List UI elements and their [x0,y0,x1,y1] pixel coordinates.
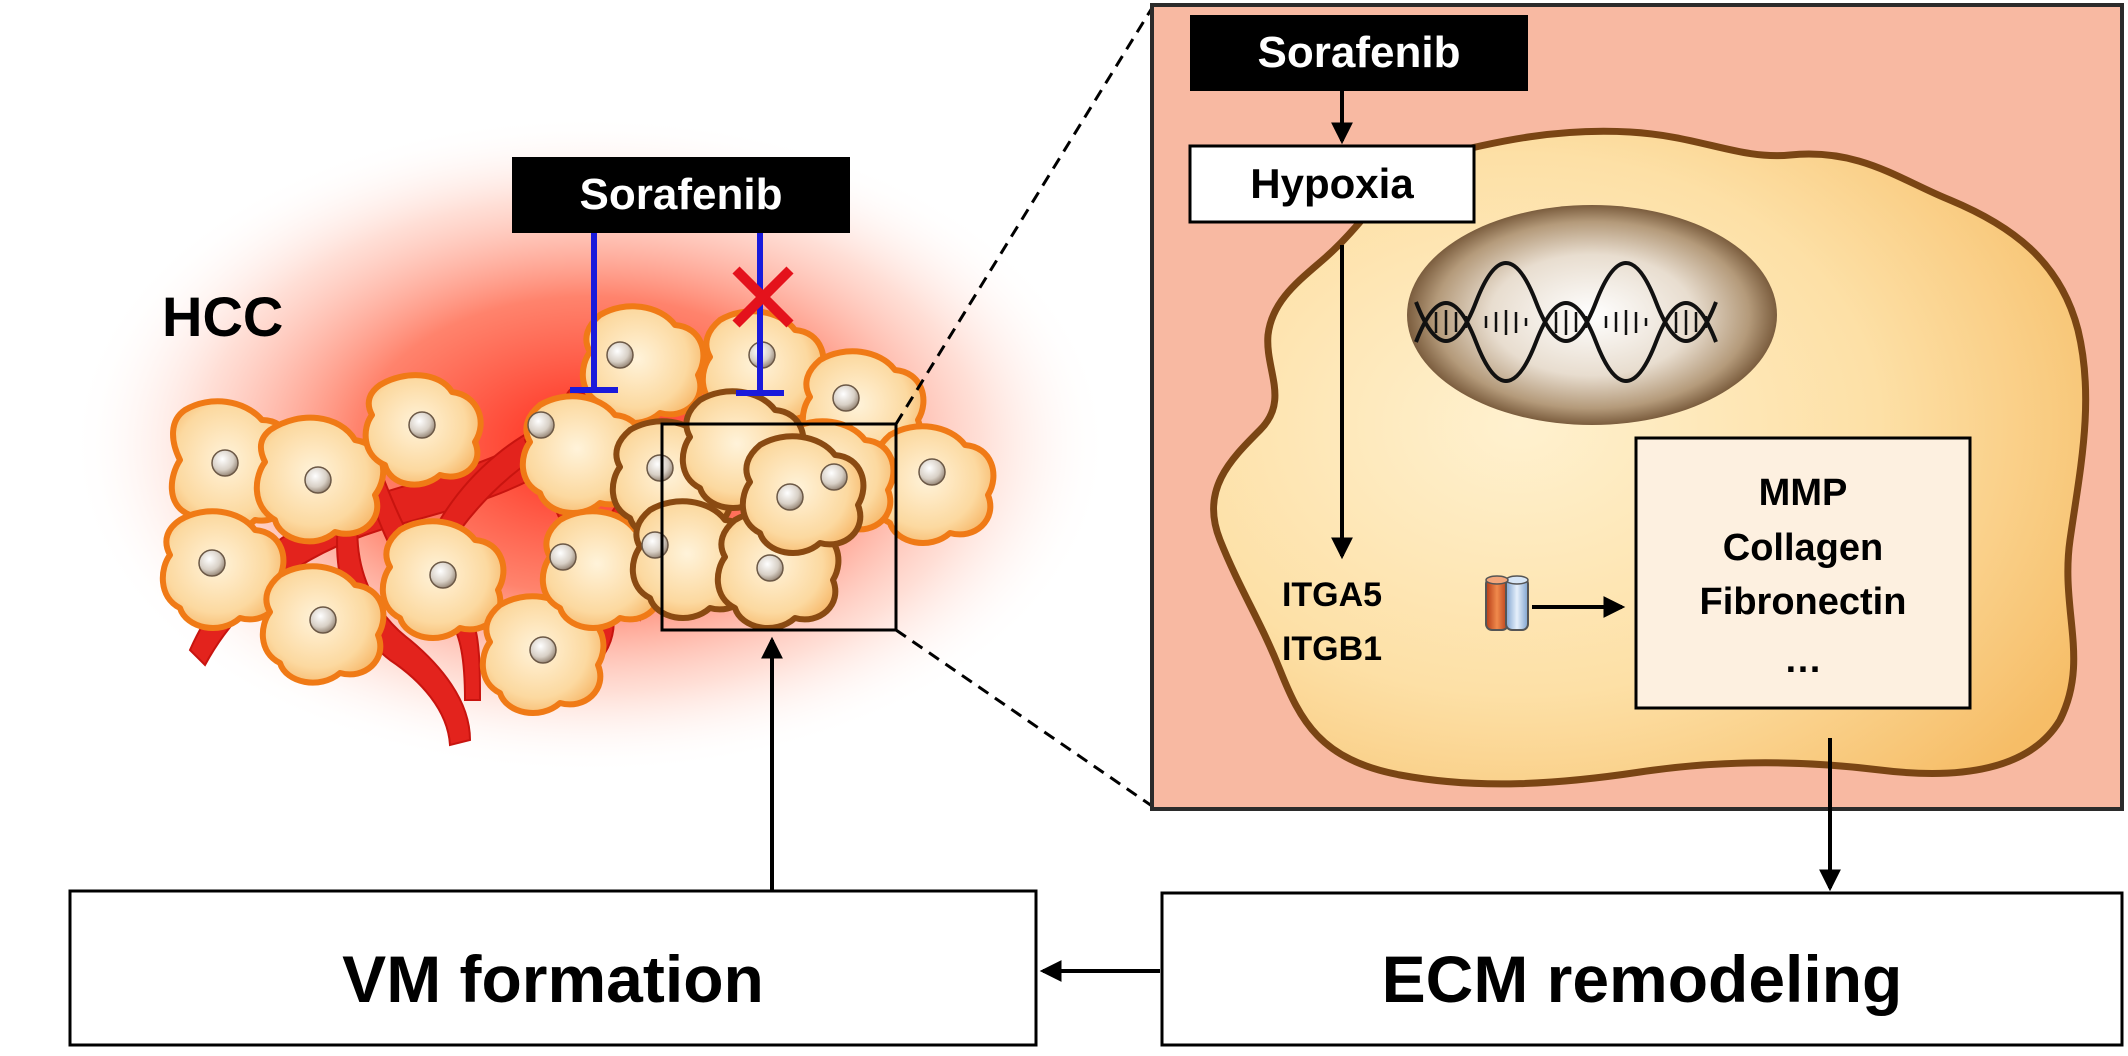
sorafenib-box-right [1190,15,1528,91]
sorafenib-label-left: Sorafenib [580,170,783,219]
sorafenib-box-left: Sorafenib [512,157,850,233]
vm-formation-box [68,889,1038,1047]
hcc-label: HCC [162,285,283,348]
target-collagen: Collagen [1723,527,1883,569]
inhibition-bar-icon [570,233,618,393]
block-x-icon [732,266,794,328]
integrin-label-itgb1: ITGB1 [1282,630,1382,668]
target-fibronectin: Fibronectin [1700,581,1907,623]
hypoxia-label: Hypoxia [1250,160,1414,207]
zoom-connector-lines [894,7,1154,808]
vm-formation-label: VM formation [342,942,764,1016]
tumor-cells [159,303,997,717]
targets-box [1634,436,1972,710]
target-more: … [1784,639,1822,681]
ecm-remodeling-box [1160,891,2124,1047]
ecm-remodeling-label: ECM remodeling [1382,942,1903,1016]
hypoxia-box [1188,144,1476,224]
tumor-cell [579,303,707,427]
inhibition-bar-icon [736,233,784,396]
cell-nuclei [198,341,946,664]
integrin-receptor-icon [1485,575,1529,631]
target-mmp: MMP [1759,472,1848,514]
dna-helix-icon [1414,261,1718,383]
hcc-tumor-illustration [70,115,1110,775]
integrin-label-itga5: ITGA5 [1282,576,1382,614]
sorafenib-label-right: Sorafenib [1258,28,1461,77]
cell-detail-panel: Sorafenib Hypoxia ITGA5 ITGB1 MMP Collag… [1150,3,2124,811]
zoom-region-box [660,422,898,632]
